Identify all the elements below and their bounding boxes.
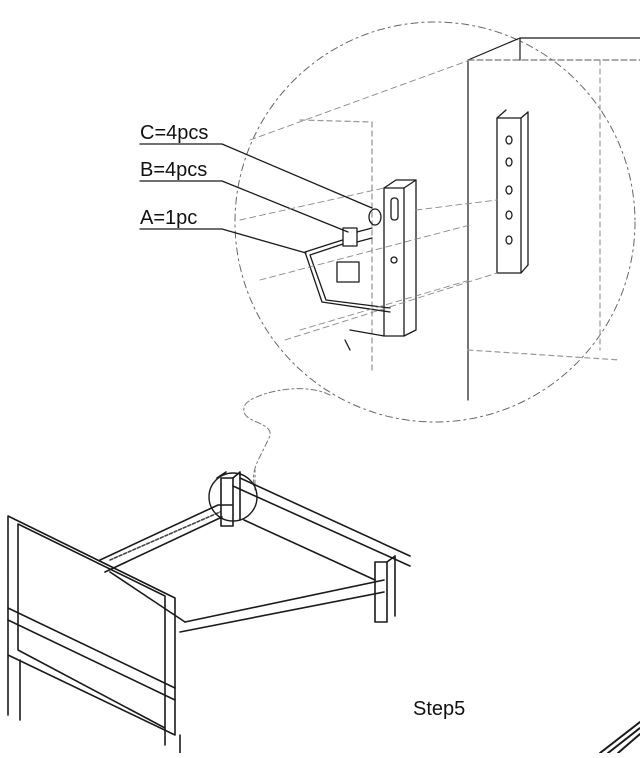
part-b-label: B=4pcs [140,159,208,181]
floor-corner [599,721,640,754]
detail-rail-end [299,119,417,371]
detail-headboard-post [467,37,640,401]
detail-allen-key [304,235,391,313]
headboard [7,515,176,736]
part-a-label: A=1pc [140,207,198,229]
detail-bolt [342,227,373,247]
detail-washer [368,208,382,226]
bed-frame [7,471,411,754]
detail-bracket-plate [496,109,529,274]
step-label: Step5 [413,698,466,720]
projection-lines [239,59,498,341]
detail-connector-line [243,388,331,491]
leader-lines [139,143,373,254]
detail-circle [234,21,636,423]
part-c-label: C=4pcs [140,122,209,144]
